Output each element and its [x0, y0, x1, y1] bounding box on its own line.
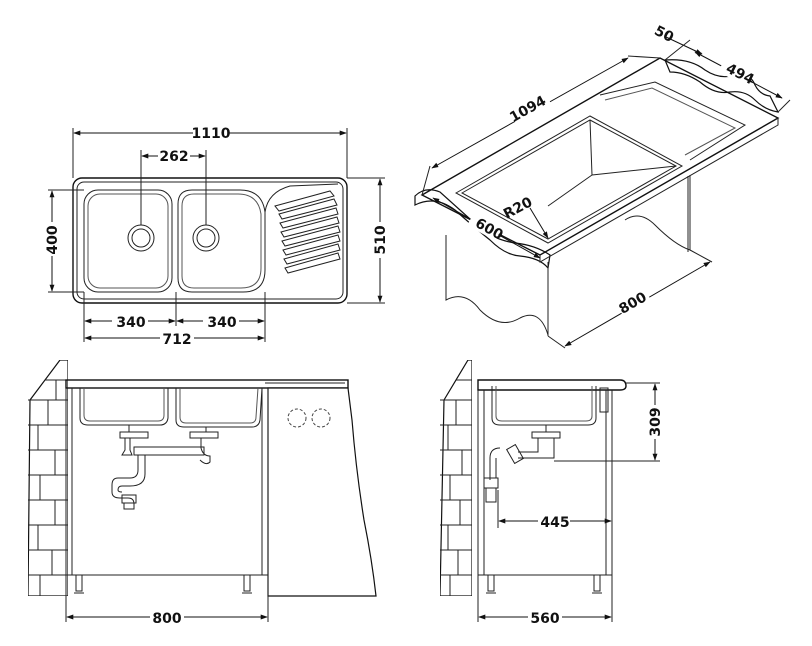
sink-outline	[72, 177, 348, 304]
top-extension-lines	[48, 128, 385, 342]
front-brick-wall	[28, 360, 68, 596]
iso-cabinet-left	[445, 235, 549, 336]
dim-drain-spacing: 262	[159, 149, 188, 165]
left-bowl	[83, 189, 173, 293]
side-bowl	[491, 386, 597, 426]
front-countertop	[65, 379, 349, 389]
side-legs	[486, 574, 602, 594]
side-view: 309 445 560	[440, 360, 664, 627]
side-brick-wall	[440, 360, 472, 596]
front-view: 800	[28, 360, 377, 627]
dim-bowl-depth: 309	[648, 407, 664, 436]
front-bowl-right	[175, 387, 263, 428]
isometric-view: 1094 50 494 R20 600 800	[414, 23, 791, 349]
drainer-grooves	[274, 190, 341, 274]
dim-side-cabinet-depth: 560	[530, 611, 559, 627]
front-bowl-left	[79, 388, 169, 426]
dim-drain-offset: 445	[540, 515, 569, 531]
dim-overall-depth: 510	[373, 225, 389, 254]
dim-overall-width: 1110	[192, 126, 231, 142]
dim-corner-radius: R20	[501, 194, 535, 222]
tap-hole-icon	[287, 408, 307, 428]
front-side-wall	[267, 387, 377, 597]
tap-hole-icon	[311, 408, 331, 428]
right-bowl	[177, 189, 266, 293]
left-bowl-inner	[87, 193, 169, 289]
dim-front-cabinet-width: 800	[152, 611, 181, 627]
side-countertop	[477, 379, 627, 391]
dim-rim-width: 50	[652, 23, 677, 46]
left-drain-icon	[127, 224, 155, 252]
sink-inner-outline	[76, 181, 344, 300]
front-legs	[74, 574, 252, 594]
front-waste-pipes	[111, 425, 219, 510]
dim-bowls-total: 712	[162, 332, 191, 348]
right-bowl-inner	[181, 193, 262, 289]
dim-right-bowl-width: 340	[207, 315, 236, 331]
top-view: 1110 262 400 510 340 340 712	[43, 123, 389, 348]
dim-left-bowl-width: 340	[116, 315, 145, 331]
right-drain-icon	[192, 224, 220, 252]
dim-bowl-height: 400	[45, 225, 61, 254]
side-waste-pipes	[483, 425, 561, 503]
